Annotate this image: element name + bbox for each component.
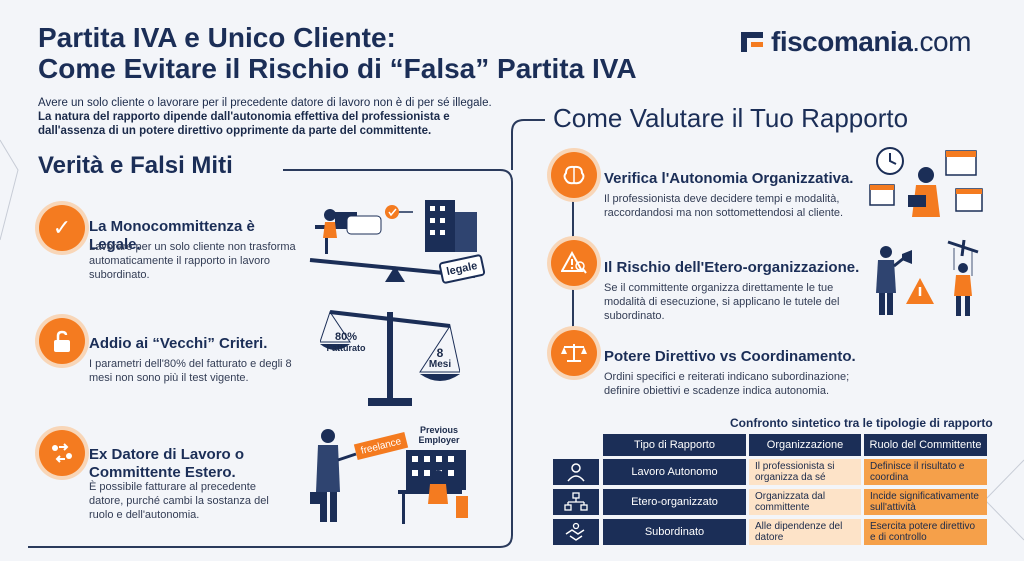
exchange-people-icon	[39, 430, 85, 476]
intro-text: Avere un solo cliente o lavorare per il …	[38, 97, 492, 137]
scale-right-value: 8 Mesi	[428, 346, 452, 370]
table-header-role: Ruolo del Committente	[864, 434, 987, 456]
table-header-type: Tipo di Rapporto	[603, 434, 746, 456]
table-row-role: Esercita potere direttivo e di controllo	[864, 519, 987, 545]
table-row-type: Lavoro Autonomo	[603, 459, 746, 485]
scale-left-value: 80% Fatturato	[326, 331, 366, 354]
left-section-title: Verità e Falsi Miti	[38, 152, 233, 179]
left-item-3-text: È possibile fatturare al precedente dato…	[89, 481, 269, 521]
logo-name: fiscomania	[771, 26, 913, 57]
fiscomania-logo[interactable]: fiscomania.com	[741, 26, 971, 58]
left-item-1-text: Lavorare per un solo cliente non trasfor…	[89, 241, 296, 281]
scale-icon	[551, 330, 597, 376]
logo-mark-icon	[741, 30, 765, 54]
table-header-org: Organizzazione	[749, 434, 861, 456]
row-icon-autonomo	[553, 459, 599, 485]
table-row-type: Subordinato	[603, 519, 746, 545]
unlock-icon	[39, 318, 85, 364]
brain-icon	[551, 152, 597, 198]
ex-employer-illustration	[310, 429, 468, 524]
check-icon: ✓	[39, 205, 85, 251]
table-row-role: Definisce il risultato e coordina	[864, 459, 987, 485]
table-row-role: Incide significativamente sull'attività	[864, 489, 987, 515]
balance-scale-illustration	[320, 310, 460, 406]
table-row-org: Alle dipendenze del datore	[749, 519, 861, 545]
warning-search-icon	[551, 240, 597, 286]
right-item-2-title: Il Rischio dell'Etero-organizzazione.	[604, 259, 860, 276]
table-row-org: Organizzata dal committente	[749, 489, 861, 515]
row-icon-subordinato	[553, 519, 599, 545]
calendar-clock-illustration	[869, 147, 983, 217]
right-item-3-title: Potere Direttivo vs Coordinamento.	[604, 348, 856, 365]
right-section-title: Come Valutare il Tuo Rapporto	[553, 103, 909, 133]
right-item-1-title: Verifica l'Autonomia Organizzativa.	[604, 170, 854, 187]
table-caption: Confronto sintetico tra le tipologie di …	[730, 416, 993, 430]
row-icon-etero	[553, 489, 599, 515]
right-item-1-text: Il professionista deve decidere tempi e …	[604, 193, 844, 219]
right-item-2-text: Se il committente organizza direttamente…	[604, 282, 840, 322]
table-row-org: Il professionista si organizza da sé	[749, 459, 861, 485]
table-row-type: Etero-organizzato	[603, 489, 746, 515]
monocommittenza-illustration	[309, 200, 477, 282]
left-item-3-title: Ex Datore di Lavoro o Committente Estero…	[89, 446, 245, 481]
puppet-illustration	[876, 239, 979, 316]
previous-employer-label: Previous Employer	[418, 425, 460, 445]
left-item-1-title: La Monocommittenza è Legale.	[89, 218, 255, 253]
logo-tld: .com	[912, 26, 971, 57]
page-title: Partita IVA e Unico Cliente: Come Evitar…	[38, 22, 637, 84]
left-item-2-title: Addio ai “Vecchi” Criteri.	[89, 335, 268, 352]
left-item-2-text: I parametri dell'80% del fatturato e deg…	[89, 358, 292, 384]
right-item-3-text: Ordini specifici e reiterati indicano su…	[604, 371, 850, 397]
